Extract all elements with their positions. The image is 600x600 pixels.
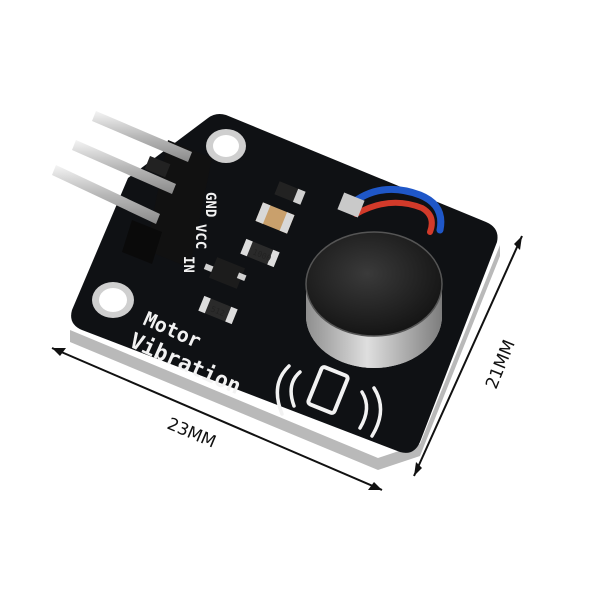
vibration-motor xyxy=(305,231,443,368)
width-label: 23MM xyxy=(164,414,219,452)
header-pins xyxy=(52,111,212,268)
pcb-edge xyxy=(70,245,500,470)
pin-label-gnd: GND xyxy=(202,192,218,217)
vibration-symbol-icon xyxy=(275,364,383,438)
height-label: 21MM xyxy=(482,337,520,392)
mounting-hole-top xyxy=(206,129,246,163)
resistor-512: 512 xyxy=(198,295,238,325)
mounting-hole-bottom xyxy=(92,282,134,318)
motor-wires xyxy=(337,185,445,235)
pin-label-vcc: VCC xyxy=(192,224,208,249)
transistor xyxy=(203,257,247,289)
diode xyxy=(274,181,306,205)
pin-label-in: IN xyxy=(180,256,196,273)
capacitor xyxy=(255,202,295,234)
resistor-1000: 1000 xyxy=(240,238,280,268)
